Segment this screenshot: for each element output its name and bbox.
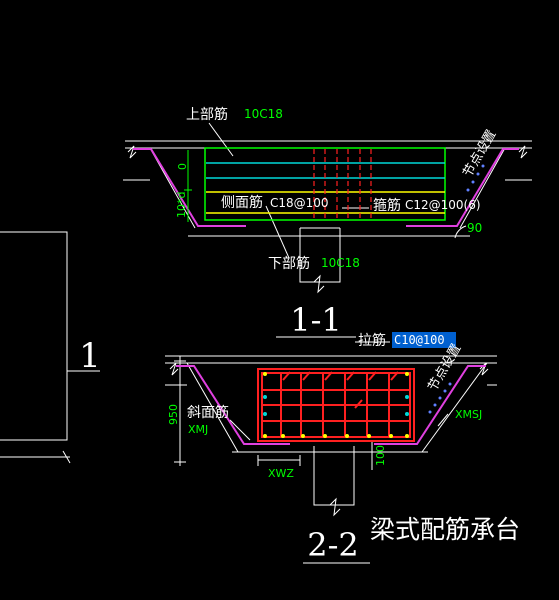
side-bar-label: 侧面筋 (221, 194, 263, 211)
section-1-1-slope-dots (466, 164, 485, 192)
xwz-label: XWZ (268, 467, 294, 480)
section-2-2-cage (257, 368, 415, 442)
dim-side: 10*d (175, 192, 188, 218)
angle-value: 90 (467, 221, 482, 235)
height-dim: 950 (167, 404, 180, 425)
bottom-bar-value: 10C18 (321, 256, 360, 270)
side-bar-value: C18@100 (270, 196, 329, 210)
top-bar-label: 上部筋 (186, 106, 228, 123)
section-2-2-outline (165, 341, 497, 564)
section-1-1-cap (204, 147, 446, 221)
stirrup-label: 箍筋 (373, 197, 401, 214)
section-1-1-stirrups (313, 149, 372, 219)
dim-top: 0 (176, 163, 189, 170)
tie-label: 拉筋 (358, 332, 386, 349)
section-2-2-title: 2-2 (307, 526, 359, 564)
left-section-mark: 1 (79, 336, 101, 376)
section-2-2-bars-cyan (263, 395, 409, 416)
section-1-1-slope-rebar (133, 148, 519, 227)
cover-dim: 100 (374, 445, 387, 466)
tie-value: C10@100 (394, 333, 445, 347)
section-2-2-slope-rebar (176, 365, 486, 445)
top-bar-value: 10C18 (244, 107, 283, 121)
section-1-1-title: 1-1 (290, 301, 342, 339)
xmsj-label: XMSJ (455, 408, 482, 421)
slope-bar-label: 斜面筋 (187, 404, 229, 421)
bottom-bar-label: 下部筋 (268, 255, 310, 272)
angle-arc (454, 225, 467, 239)
tie-value-highlight (392, 332, 456, 348)
section-1-1-dimensions (184, 150, 192, 222)
node-setting-2: 节点设置 (425, 341, 464, 394)
stirrup-value: C12@100(6) (405, 198, 481, 212)
section-2-2-slope-dots (428, 382, 452, 414)
xmj-label: XMJ (188, 423, 208, 436)
left-partial-view (0, 231, 100, 464)
drawing-title: 梁式配筋承台 (370, 515, 520, 544)
section-2-2-bars-yellow (263, 372, 409, 438)
node-setting-1: 节点设置 (460, 127, 499, 180)
